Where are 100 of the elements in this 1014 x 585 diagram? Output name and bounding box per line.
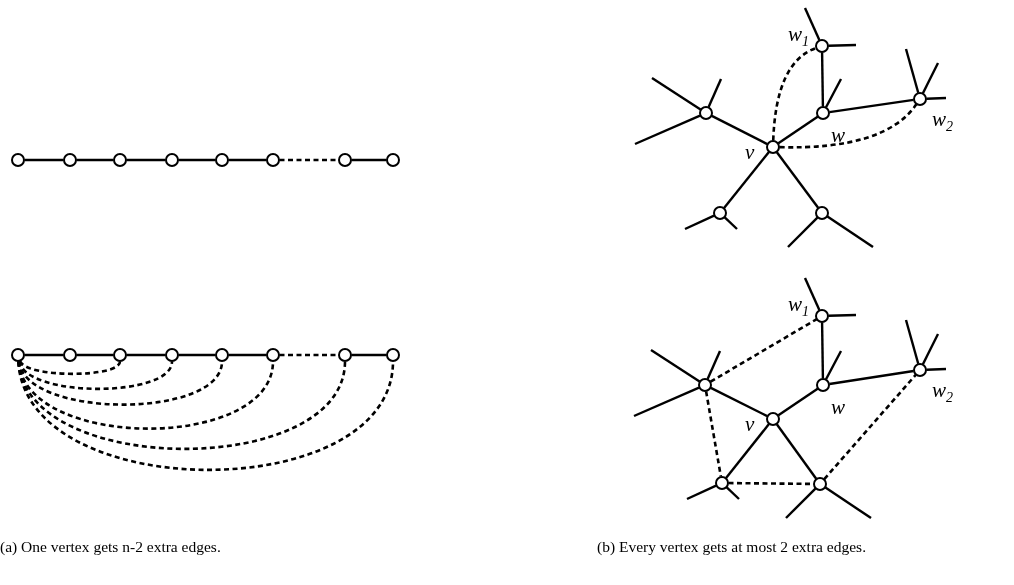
edge-line bbox=[351, 158, 387, 162]
edge-line bbox=[725, 423, 770, 479]
edge-line bbox=[24, 158, 64, 162]
vertex-label: w$_{1}$ bbox=[788, 294, 809, 320]
stub-line bbox=[824, 350, 843, 380]
dashed-edge bbox=[779, 103, 918, 149]
stub-line bbox=[725, 486, 740, 500]
edge-line bbox=[178, 353, 216, 357]
vertex-circle bbox=[266, 348, 280, 362]
edge-line bbox=[178, 158, 216, 162]
stub-line bbox=[785, 487, 817, 519]
vertex-label: w bbox=[831, 397, 845, 418]
vertex-circle bbox=[815, 39, 829, 53]
edge-line bbox=[723, 151, 770, 209]
stub-line bbox=[706, 350, 722, 380]
vertex-circle bbox=[766, 140, 780, 154]
figure-caption: (a) One vertex gets n-2 extra edges. bbox=[0, 538, 221, 556]
vertex-circle bbox=[165, 348, 179, 362]
vertex-label: v bbox=[745, 142, 755, 163]
edge-line bbox=[829, 369, 914, 386]
dashed-edge bbox=[709, 318, 818, 383]
edge-line bbox=[228, 158, 267, 162]
dashed-edge bbox=[771, 46, 817, 141]
stub-line bbox=[926, 367, 947, 371]
figure-caption: (b) Every vertex gets at most 2 extra edges. bbox=[597, 538, 866, 556]
vertex-circle bbox=[816, 106, 830, 120]
vertex-circle bbox=[338, 153, 352, 167]
dashed-edge bbox=[18, 360, 174, 391]
edge-line bbox=[820, 52, 825, 107]
stub-line bbox=[686, 484, 717, 501]
vertex-circle bbox=[63, 153, 77, 167]
edge-line bbox=[777, 115, 819, 145]
vertex-circle bbox=[815, 206, 829, 220]
edge-line bbox=[76, 158, 114, 162]
stub-line bbox=[684, 214, 715, 231]
stub-line bbox=[723, 216, 738, 230]
edge-line bbox=[710, 386, 768, 418]
edge-line bbox=[351, 353, 387, 357]
vertex-circle bbox=[386, 153, 400, 167]
dashed-edge bbox=[17, 361, 395, 472]
edge-line bbox=[777, 387, 819, 417]
stub-line bbox=[824, 78, 843, 108]
vertex-circle bbox=[913, 92, 927, 106]
vertex-circle bbox=[113, 348, 127, 362]
vertex-circle bbox=[11, 153, 25, 167]
edge-line bbox=[711, 114, 768, 146]
vertex-circle bbox=[338, 348, 352, 362]
edge-line bbox=[126, 158, 166, 162]
stub-line bbox=[904, 48, 920, 94]
stub-line bbox=[926, 96, 947, 100]
vertex-circle bbox=[913, 363, 927, 377]
edge-line bbox=[126, 353, 166, 357]
vertex-circle bbox=[165, 153, 179, 167]
stub-line bbox=[828, 43, 857, 47]
stub-line bbox=[803, 7, 821, 41]
vertex-label: w$_{2}$ bbox=[932, 380, 953, 406]
edge-line bbox=[24, 353, 64, 357]
stub-line bbox=[803, 277, 821, 311]
stub-line bbox=[634, 114, 701, 146]
vertex-circle bbox=[386, 348, 400, 362]
vertex-circle bbox=[11, 348, 25, 362]
vertex-circle bbox=[766, 412, 780, 426]
vertex-label: w$_{1}$ bbox=[788, 24, 809, 50]
stub-line bbox=[707, 78, 723, 108]
vertex-circle bbox=[63, 348, 77, 362]
vertex-label: w$_{2}$ bbox=[932, 109, 953, 135]
vertex-circle bbox=[215, 348, 229, 362]
stub-line bbox=[921, 333, 940, 365]
vertex-circle bbox=[815, 309, 829, 323]
stub-line bbox=[921, 62, 940, 94]
stub-line bbox=[650, 349, 701, 383]
stub-line bbox=[651, 77, 702, 111]
dashed-edge bbox=[823, 374, 917, 480]
vertex-circle bbox=[713, 206, 727, 220]
edge-line bbox=[775, 423, 818, 480]
edge-line bbox=[820, 322, 825, 379]
stub-line bbox=[824, 486, 872, 519]
stub-line bbox=[826, 215, 874, 248]
stub-line bbox=[828, 313, 857, 317]
edge-line bbox=[76, 353, 114, 357]
vertex-circle bbox=[699, 106, 713, 120]
vertex-circle bbox=[715, 476, 729, 490]
vertex-circle bbox=[266, 153, 280, 167]
vertex-circle bbox=[813, 477, 827, 491]
dashed-edge bbox=[704, 391, 723, 477]
edge-line bbox=[228, 353, 267, 357]
stub-line bbox=[787, 216, 819, 248]
vertex-circle bbox=[698, 378, 712, 392]
vertex-label: v bbox=[745, 414, 755, 435]
dashed-edge bbox=[19, 360, 122, 376]
vertex-circle bbox=[215, 153, 229, 167]
dashed-edge bbox=[279, 353, 339, 357]
vertex-circle bbox=[113, 153, 127, 167]
stub-line bbox=[904, 319, 920, 365]
edge-line bbox=[829, 98, 914, 114]
edge-line bbox=[775, 151, 820, 209]
stub-line bbox=[633, 386, 700, 418]
dashed-edge bbox=[279, 158, 339, 162]
vertex-label: w bbox=[831, 125, 845, 146]
vertex-circle bbox=[816, 378, 830, 392]
